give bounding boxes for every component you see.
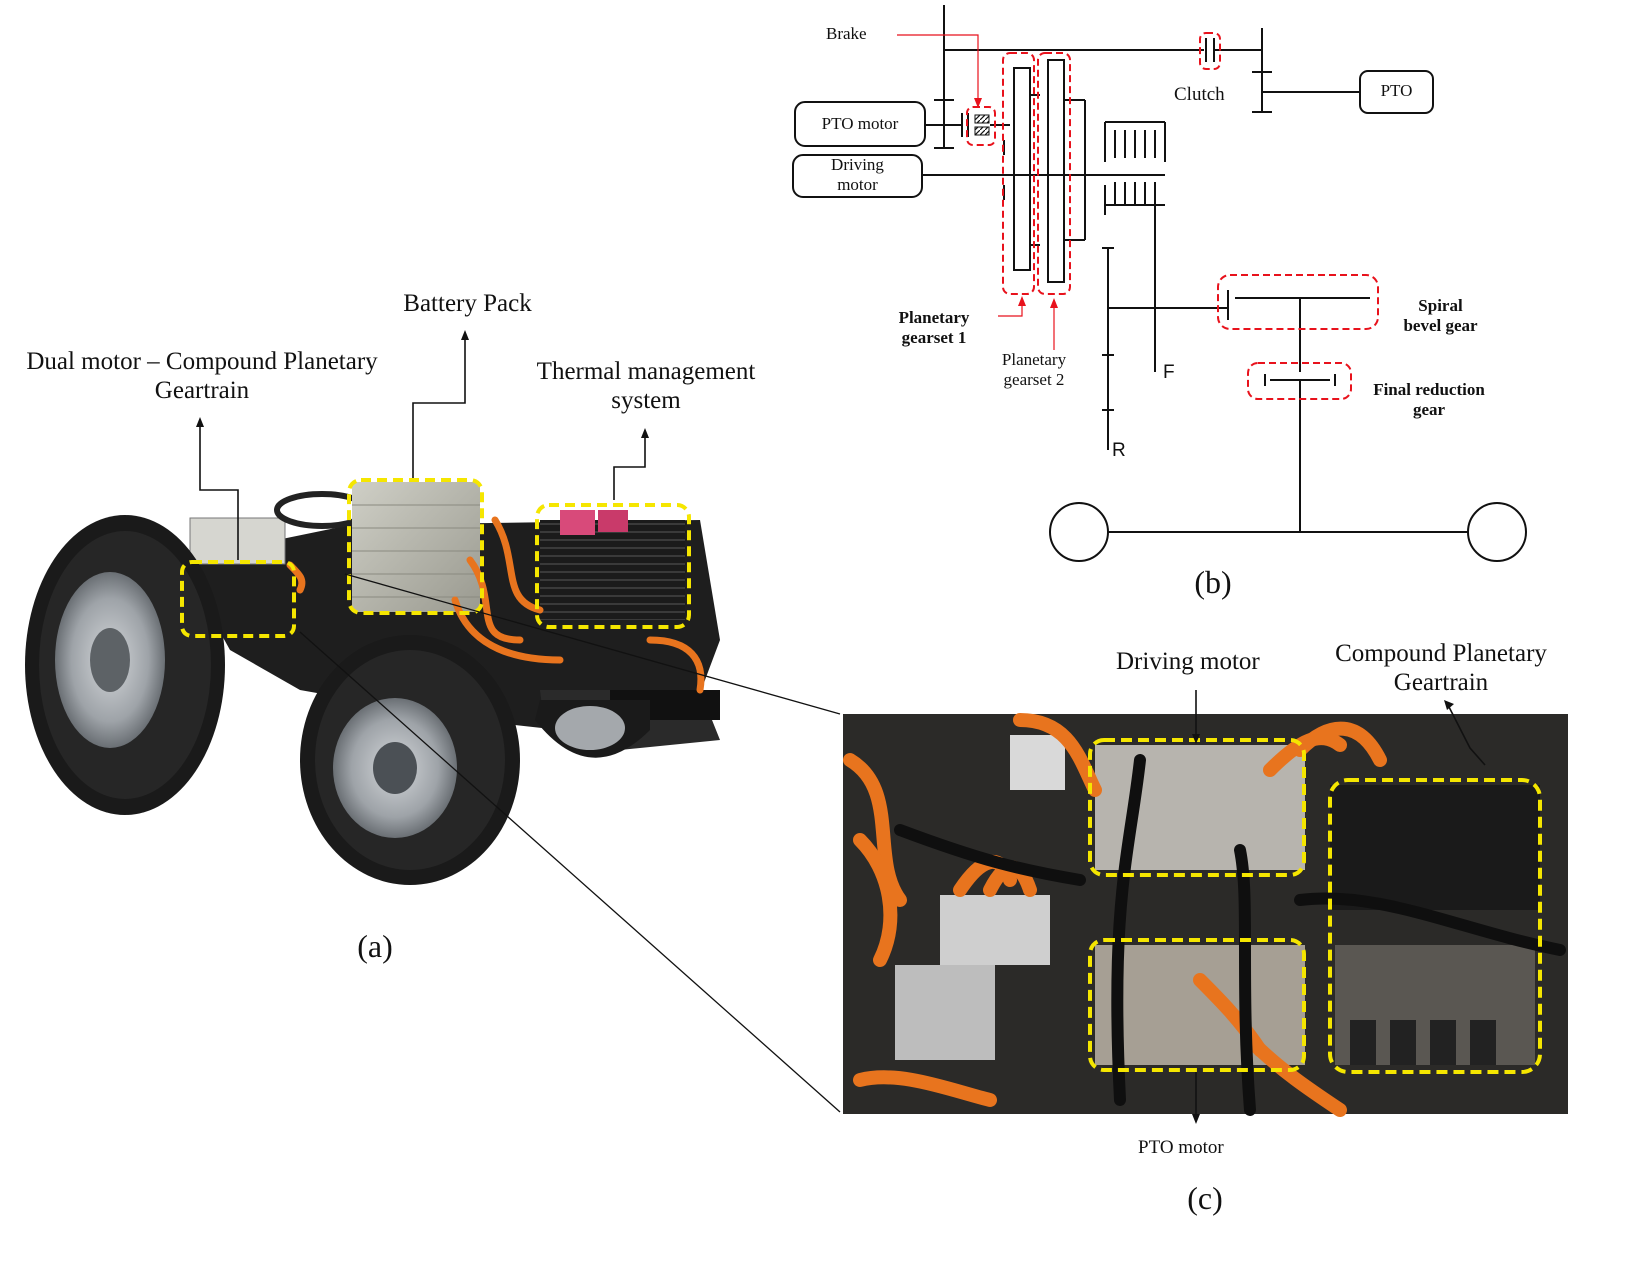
highlight-thermal-system (535, 503, 691, 629)
label-pto: PTO (1380, 81, 1413, 100)
driving-motor-box (792, 154, 923, 198)
highlight-compound-planetary (1328, 778, 1542, 1074)
far-front-wheel (535, 700, 650, 758)
label-forward-gear: F (1163, 362, 1175, 383)
panel-b-schematic (792, 5, 1527, 562)
label-clutch: Clutch (1174, 84, 1225, 105)
panel-b-red-arrowheads (974, 98, 1058, 308)
label-reverse-gear: R (1112, 440, 1126, 461)
caption-b: (b) (1194, 564, 1232, 600)
panel-a-tractor-illustration (25, 330, 720, 885)
label-pto-motor: PTO motor (821, 114, 899, 133)
label-thermal-system: Thermal management system (536, 358, 756, 414)
label-final-reduction-gear: Final reduction gear (1373, 380, 1485, 419)
label-planetary-gearset-2: Planetary gearset 2 (1001, 350, 1067, 389)
label-compound-planetary-photo: Compound Planetary Geartrain (1335, 640, 1547, 696)
highlight-dual-motor (180, 560, 296, 638)
panel-b-red-highlights (966, 32, 1379, 400)
label-pto-motor-photo: PTO motor (1138, 1137, 1224, 1158)
right-wheel-symbol (1467, 502, 1527, 562)
caption-c: (c) (1187, 1180, 1223, 1216)
panel-c-closeup-illustration (843, 690, 1568, 1124)
left-wheel-symbol (1049, 502, 1109, 562)
highlight-battery-pack (347, 478, 484, 615)
label-dual-motor: Dual motor – Compound Planetary Geartrai… (26, 348, 378, 404)
caption-a: (a) (357, 928, 393, 964)
label-planetary-gearset-1: Planetary gearset 1 (898, 308, 970, 347)
label-brake: Brake (826, 24, 867, 43)
pto-motor-box (794, 101, 926, 147)
label-driving-motor-photo: Driving motor (1116, 648, 1260, 675)
rear-wheel (25, 515, 225, 815)
front-wheel (300, 635, 520, 885)
label-driving-motor-box: Driving motor (831, 155, 884, 194)
label-battery-pack: Battery Pack (403, 290, 532, 317)
zoom-connector-lines (299, 573, 841, 1113)
highlight-pto-motor (1088, 938, 1306, 1072)
label-spiral-bevel-gear: Spiral bevel gear (1403, 296, 1478, 335)
pto-box (1359, 70, 1434, 114)
